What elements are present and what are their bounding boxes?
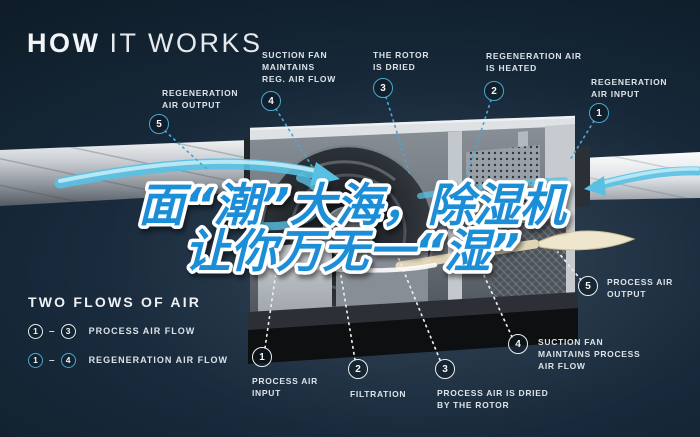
callout-badge-suction-fan-reg: 4 — [261, 91, 281, 111]
legend-circle-process-to: 3 — [60, 323, 76, 339]
callout-badge-rotor-dried: 3 — [373, 78, 393, 98]
legend-dash: – — [49, 325, 55, 337]
badge-number: 3 — [442, 363, 448, 375]
page-title-secondary: IT WORKS — [109, 28, 263, 58]
badge-number: 4 — [268, 95, 274, 107]
legend-heading: TWO FLOWS OF AIR — [28, 294, 202, 310]
callout-badge-regeneration-air-output: 5 — [149, 114, 169, 134]
callout-label-process-input: PROCESS AIR INPUT — [252, 376, 318, 398]
callout-label-regeneration-air-output: REGENERATION AIR OUTPUT — [162, 88, 239, 110]
callout-badge-process-output: 5 — [578, 276, 598, 296]
badge-number: 4 — [515, 338, 521, 350]
legend-label-process: PROCESS AIR FLOW — [88, 326, 196, 336]
legend-row-regeneration-air-flow: 1 – 4 REGENERATION AIR FLOW — [28, 352, 228, 368]
callout-badge-filtration: 2 — [348, 359, 368, 379]
legend-circle-regeneration-to: 4 — [60, 352, 76, 368]
badge-number: 1 — [596, 107, 602, 119]
machine-base — [248, 292, 578, 364]
badge-number: 5 — [585, 280, 591, 292]
legend-label-regeneration: REGENERATION AIR FLOW — [88, 355, 229, 365]
overlay-underline-swoosh — [277, 260, 438, 273]
overlay-line1: 面“潮”大海，除湿机 — [138, 178, 568, 232]
callout-badge-reg-heated: 2 — [484, 81, 504, 101]
legend-row-process-air-flow: 1 – 3 PROCESS AIR FLOW — [28, 323, 228, 339]
callout-badge-reg-input: 1 — [589, 103, 609, 123]
callout-badge-process-input: 1 — [252, 347, 272, 367]
badge-number: 2 — [491, 85, 497, 97]
legend-dash: – — [49, 354, 55, 366]
callout-label-process-output: PROCESS AIR OUTPUT — [607, 277, 673, 299]
callout-label-filtration: FILTRATION — [350, 389, 407, 399]
overlay-line2: 让你万无一“湿” — [184, 224, 519, 278]
page-title-primary: HOW — [27, 28, 101, 58]
overlay-headline: 面“潮”大海，除湿机 让你万无一“湿” — [135, 175, 572, 282]
legend-two-flows: TWO FLOWS OF AIR 1 – 3 PROCESS AIR FLOW … — [28, 294, 228, 381]
regeneration-leader-lines — [164, 96, 595, 189]
legend-circle-process-from: 1 — [28, 323, 43, 339]
callout-label-reg-input: REGENERATION AIR INPUT — [591, 77, 668, 99]
badge-number: 1 — [259, 351, 265, 363]
page-title: HOW IT WORKS — [27, 28, 263, 59]
callout-badge-suction-fan-process: 4 — [508, 334, 528, 354]
badge-number: 5 — [156, 118, 162, 130]
badge-number: 2 — [355, 363, 361, 375]
callout-label-suction-fan-reg: SUCTION FAN MAINTAINS REG. AIR FLOW — [262, 50, 336, 84]
legend-circle-regeneration-from: 1 — [28, 352, 43, 368]
callout-label-process-dried: PROCESS AIR IS DRIED BY THE ROTOR — [437, 388, 549, 410]
callout-badge-process-dried: 3 — [435, 359, 455, 379]
callout-label-reg-heated: REGENERATION AIR IS HEATED — [486, 51, 582, 73]
callout-label-suction-fan-process: SUCTION FAN MAINTAINS PROCESS AIR FLOW — [538, 337, 641, 371]
callout-label-rotor-dried: THE ROTOR IS DRIED — [373, 50, 430, 72]
badge-number: 3 — [380, 82, 386, 94]
process-output-arrows — [395, 230, 636, 271]
air-flow-arrows — [54, 158, 700, 231]
